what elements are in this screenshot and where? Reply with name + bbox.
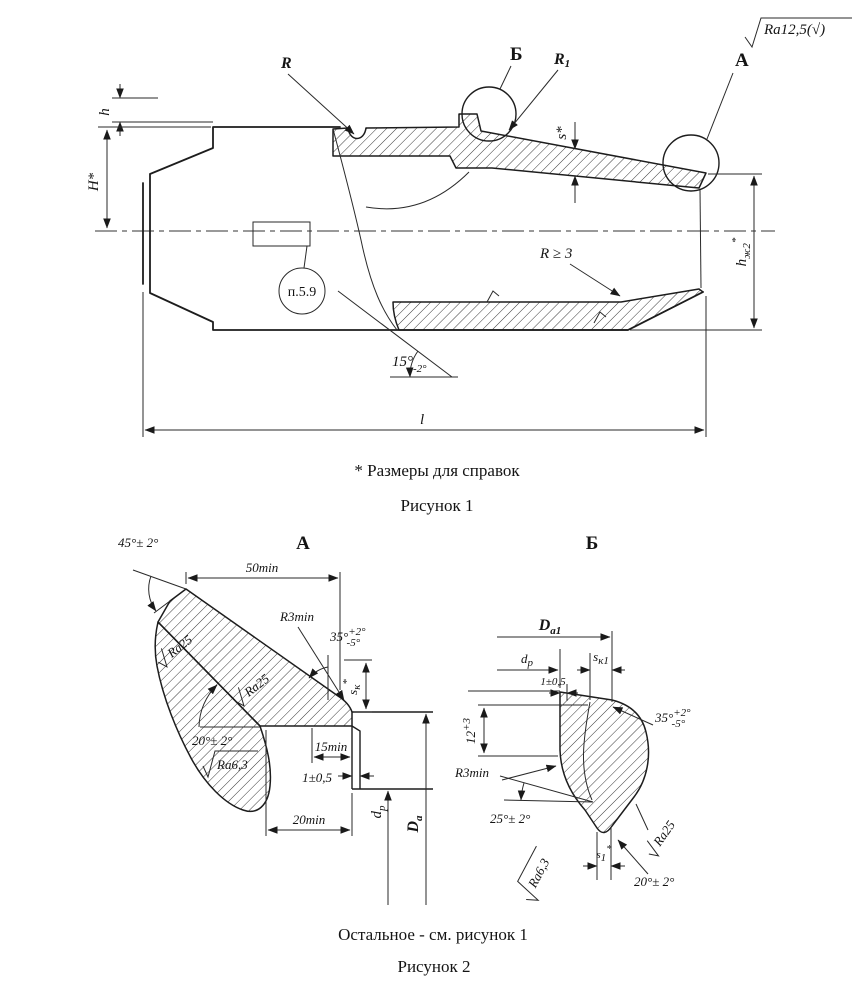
fig1-break-line (332, 128, 398, 331)
fig2a-chamfer-angle-rays (132, 569, 187, 614)
fig1-detail-a-leader (706, 72, 734, 140)
fig2a-seal-angle-label: 20°± 2° (192, 733, 232, 748)
fig1-detail-b-circle (461, 86, 517, 142)
fig1-dim-h-label: h (97, 108, 113, 116)
fig1-p59-leader (303, 245, 308, 269)
fig2b-dia-dp-label: dр (521, 651, 534, 669)
fig1-surface-finish-label: Ra12,5(√) (763, 22, 825, 38)
fig1-detail-a-label: А (735, 50, 749, 71)
fig1-radius1-leader (508, 69, 559, 131)
fig1-taper-angle-lines (337, 290, 458, 378)
fig2a-roughness-seal-icon (202, 750, 258, 779)
fig2b-lip-section (559, 691, 650, 834)
fig1-note: * Размеры для справок (354, 461, 520, 480)
fig2b-fillet-leader (501, 764, 557, 781)
fig2b-dim-12-label: 12+3 (461, 718, 478, 744)
fig2b-flank-edge (582, 701, 593, 801)
fig2a-flank-angle-arc (308, 666, 329, 679)
fig2b-flank-angle-label: 35°+2°-5° (654, 707, 691, 730)
fig2a-face-lines (351, 711, 433, 790)
fig2a-title: А (296, 533, 310, 554)
fig2b-dim-s1-label: s1* (596, 843, 612, 864)
fig2b-angle20-leader (617, 839, 649, 875)
fig2b-dia-da1-label: Dа1 (538, 617, 562, 637)
fig2b-roughness-root: Ra6,3 (517, 845, 553, 901)
fig1-detail-b-label: Б (510, 44, 523, 65)
fig2a-chamfer-angle-label: 45°± 2° (118, 535, 158, 550)
fig1-radius-label: R (280, 55, 292, 72)
fig1-upper-wall-section (332, 113, 707, 189)
fig1-dim-l-extensions (142, 292, 707, 437)
fig2b-flank-angle-leader (612, 706, 654, 726)
fig2b-angle25-arc (517, 782, 526, 801)
fig2a-dim-50-label: 50min (246, 560, 279, 575)
fig1-radius1-label: R1 (553, 51, 570, 70)
fig2a-dim-20-label: 20min (293, 812, 326, 827)
fig2a-dim-sk-extensions (344, 659, 372, 713)
fig2b-dim-sk1-label: sк1 (593, 649, 609, 667)
figure1-drawing: п.5.9 Б А R R1 Ra12,5(√) R ≥ 3 h H* s* (86, 17, 852, 437)
fig1-taper-angle-label: 15°-2° (392, 354, 427, 375)
fig2a-dim-50-extensions (185, 572, 341, 690)
fig1-inspection-zone-rect (252, 221, 311, 247)
fig2b-fillet-label: R3min (454, 765, 489, 780)
fig1-lower-wall-section (392, 288, 704, 331)
fig1-dim-l-label: l (420, 412, 424, 428)
fig1-dim-s-label: s* (554, 126, 570, 140)
fig2a-dim-20-extensions (265, 730, 353, 836)
fig1-dim-h-extensions (112, 97, 213, 123)
fig2a-chamfer-angle-arc (147, 575, 157, 612)
figure2-view-a: А 45°± 2° 50min R3min 35°+2°-5° Ra25 Ra2… (118, 533, 433, 905)
fig1-dim-hm2-extensions (630, 173, 762, 331)
fig2b-roughness-flank: Ra25 (646, 817, 678, 857)
fig2a-seal-angle-arc (198, 684, 218, 728)
fig2a-dim-15-label: 15min (315, 739, 348, 754)
fig1-radius-min-leader (569, 263, 621, 297)
fig2b-roughness-check-icon (646, 840, 660, 857)
fig1-local-section-boundary (365, 171, 470, 210)
fig1-roughness-symbol-icon (744, 17, 852, 49)
fig2b-angle20-label: 20°± 2° (634, 874, 674, 889)
fig1-p59-callout-circle (278, 267, 326, 315)
fig2b-roughness-flank-leader (635, 803, 649, 831)
fig2a-dia-dp-label: dр (369, 805, 388, 819)
fig1-taper-angle-arc (405, 350, 419, 378)
fig2b-roughness-flank-label: Ra25 (649, 817, 678, 849)
fig2a-fillet-label: R3min (279, 609, 314, 624)
fig1-radius-min-label: R ≥ 3 (539, 246, 572, 262)
fig1-part-outline (142, 126, 704, 331)
fig1-detail-b-leader (499, 65, 512, 90)
fig2a-roughness-seal-label: Ra6,3 (216, 757, 248, 772)
fig2-note: Остальное - см. рисунок 1 (338, 925, 528, 944)
fig2b-title: Б (586, 533, 599, 554)
fig2a-dim-sk-label: sк* (341, 679, 363, 695)
fig2b-angle25-label: 25°± 2° (490, 811, 530, 826)
fig2a-dim-1-label: 1±0,5 (302, 770, 332, 785)
fig2-caption: Рисунок 2 (398, 957, 471, 976)
figure2-view-b: Б Dа1 dр sк1 1±0,5 12+3 35°+2°-5° R3min … (454, 533, 691, 901)
fig1-radius-leader (287, 73, 355, 135)
fig1-caption: Рисунок 1 (401, 496, 474, 515)
fig1-p59-label: п.5.9 (288, 285, 317, 300)
fig2a-flank-angle-label: 35°+2°-5° (329, 626, 366, 649)
fig2a-fillet-leader (297, 626, 345, 701)
fig2a-roughness-check2-icon (235, 687, 245, 707)
fig2a-roughness-check-icon (158, 648, 168, 668)
fig2a-dia-da-label: Dа (405, 815, 425, 834)
fig2b-dim-s1-extensions (596, 827, 612, 880)
fig1-dim-hm2-label: hж2* (730, 237, 753, 266)
fig2b-dim-1-label: 1±0,5 (540, 676, 566, 688)
fig2a-broken-material (154, 621, 272, 812)
fig2b-roughness-root-icon (517, 845, 540, 901)
fig1-dim-H-label: H* (86, 172, 102, 192)
fig1-detail-a-circle (662, 134, 720, 192)
fig1-bore-end-edge (699, 188, 702, 289)
fig1-surface-mark-icon (486, 290, 607, 324)
